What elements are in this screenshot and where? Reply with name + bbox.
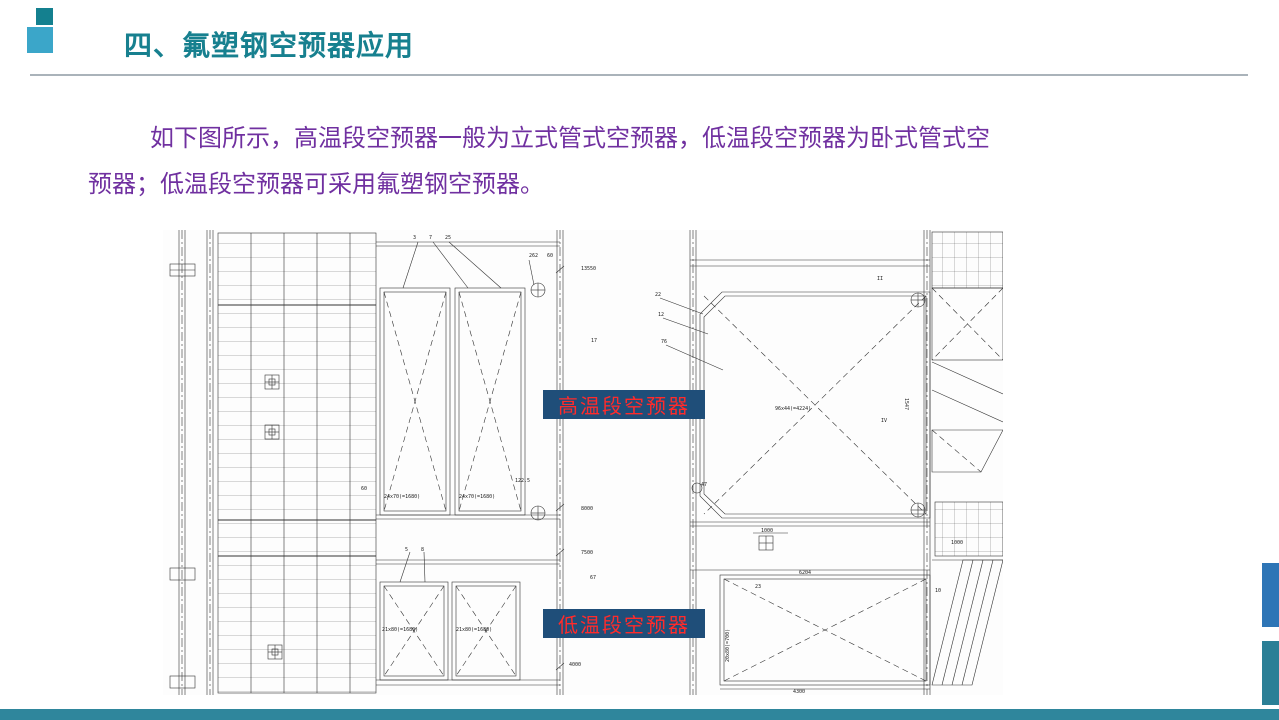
right-edge-bar-blue <box>1262 563 1279 627</box>
cad-annotation: 21x80(=1680) <box>382 627 418 633</box>
right-edge-bar-teal <box>1262 641 1279 705</box>
cad-annotation: 60 <box>547 253 553 259</box>
cad-annotation: 17 <box>591 338 597 344</box>
cad-annotation: 10 <box>935 588 941 594</box>
cad-annotation: 25 <box>445 235 451 241</box>
label-low-temp-preheater: 低温段空预器 <box>543 609 705 638</box>
engineering-drawing: 3 7 25 262 60 13550 17 60 24x70(=1680) 24x70(=168… <box>163 230 1003 695</box>
cad-annotations: 3 7 25 262 60 13550 17 60 24x70(=1680) 24x70(=168… <box>361 235 963 695</box>
cad-annotation: 67 <box>590 575 596 581</box>
bottom-accent-bar <box>0 709 1279 720</box>
cad-annotation: 1000 <box>761 528 773 534</box>
body-paragraph: 如下图所示，高温段空预器一般为立式管式空预器，低温段空预器为卧式管式空 预器；低… <box>88 116 1203 208</box>
body-line-1: 如下图所示，高温段空预器一般为立式管式空预器，低温段空预器为卧式管式空 <box>150 125 990 152</box>
cad-annotation: 12 <box>658 312 664 318</box>
cad-linework <box>169 230 1003 695</box>
cad-annotation: 7500 <box>581 550 593 556</box>
cad-annotation: 23 <box>755 584 761 590</box>
accent-square-light <box>27 27 53 53</box>
page-title: 四、氟塑钢空预器应用 <box>124 30 415 61</box>
cad-annotation: 24x70(=1680) <box>384 494 420 500</box>
cad-annotation: 60 <box>361 486 367 492</box>
cad-annotation: 96x44(=4224) <box>775 406 811 412</box>
cad-annotation: 21x80(=1680) <box>456 627 492 633</box>
cad-annotation: 22 <box>655 292 661 298</box>
cad-annotation: 20x80(=700) <box>725 629 731 662</box>
cad-annotation: 47 <box>701 482 707 488</box>
body-line-2: 预器；低温段空预器可采用氟塑钢空预器。 <box>88 171 544 198</box>
cad-annotation: 122.5 <box>515 478 530 484</box>
cad-annotation: 4000 <box>569 662 581 668</box>
cad-annotation: 8000 <box>581 506 593 512</box>
cad-diagram: 3 7 25 262 60 13550 17 60 24x70(=1680) 24x70(=168… <box>169 230 1003 695</box>
cad-annotation: 7 <box>429 235 432 241</box>
cad-annotation: 262 <box>529 253 538 259</box>
cad-annotation: 6204 <box>799 570 811 576</box>
cad-annotation: 76 <box>661 339 667 345</box>
cad-annotation: 8 <box>421 547 424 553</box>
cad-annotation: II <box>877 276 883 282</box>
cad-annotation: 24x70(=1680) <box>459 494 495 500</box>
cad-annotation: IV <box>881 418 887 424</box>
cad-annotation: 1547 <box>903 398 909 410</box>
cad-annotation: 4300 <box>793 689 805 695</box>
cad-annotation: 1000 <box>951 540 963 546</box>
cad-annotation: 5 <box>405 547 408 553</box>
accent-square-dark <box>36 8 53 25</box>
title-divider <box>30 74 1248 76</box>
cad-annotation: 3 <box>413 235 416 241</box>
label-high-temp-preheater: 高温段空预器 <box>543 390 705 419</box>
cad-annotation: 13550 <box>581 266 596 272</box>
